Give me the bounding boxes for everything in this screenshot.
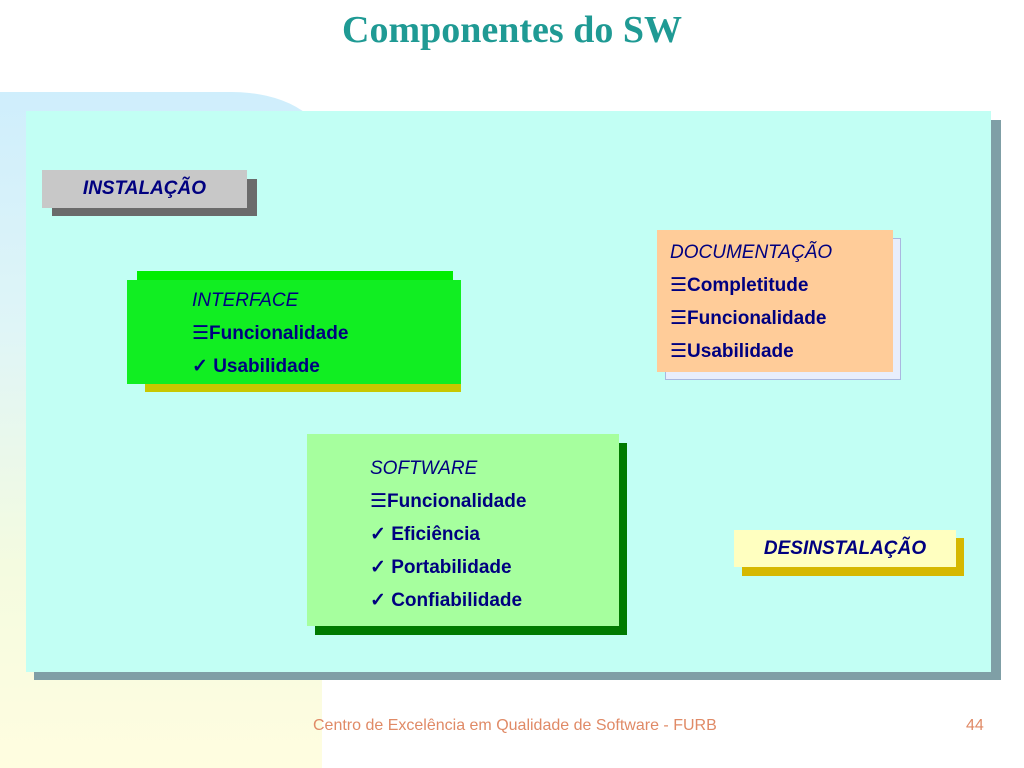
interface-heading: INTERFACE: [192, 290, 299, 311]
documentacao-list: DOCUMENTAÇÃO ☰Completitude ☰Funcionalida…: [670, 236, 832, 368]
checkmark-icon: ✓: [370, 590, 386, 611]
checkmark-icon: ✓: [192, 356, 208, 377]
interface-box: [127, 280, 461, 384]
list-bullet-icon: ☰: [370, 491, 388, 512]
list-item-text: Funcionalidade: [387, 491, 527, 512]
list-item: ✓ Usabilidade: [192, 350, 348, 383]
desinstalacao-label: DESINSTALAÇÃO: [734, 530, 956, 567]
checkmark-icon: ✓: [370, 557, 386, 578]
documentacao-heading: DOCUMENTAÇÃO: [670, 242, 833, 263]
list-item: ✓ Portabilidade: [370, 551, 526, 584]
list-item: ☰Usabilidade: [670, 335, 832, 368]
list-item: ✓ Eficiência: [370, 518, 526, 551]
list-item-text: Eficiência: [385, 524, 480, 545]
list-bullet-icon: ☰: [192, 323, 210, 344]
instalacao-label: INSTALAÇÃO: [42, 170, 247, 208]
documentacao-box: [657, 230, 893, 372]
interface-list: INTERFACE ☰Funcionalidade ✓ Usabilidade: [192, 284, 348, 383]
list-item-text: Funcionalidade: [687, 308, 827, 329]
list-item-text: Confiabilidade: [385, 590, 523, 611]
list-item: ☰Completitude: [670, 269, 832, 302]
footer-text: Centro de Excelência em Qualidade de Sof…: [313, 717, 717, 734]
slide-title: Componentes do SW: [342, 9, 682, 51]
software-heading: SOFTWARE: [370, 458, 478, 479]
list-item-text: Usabilidade: [207, 356, 320, 377]
list-item: ☰Funcionalidade: [670, 302, 832, 335]
list-item: ✓ Confiabilidade: [370, 584, 526, 617]
list-item-text: Usabilidade: [687, 341, 794, 362]
list-item-text: Completitude: [687, 275, 809, 296]
page-number: 44: [966, 717, 984, 734]
list-bullet-icon: ☰: [670, 341, 688, 362]
software-list: SOFTWARE ☰Funcionalidade ✓ Eficiência ✓ …: [370, 452, 526, 617]
software-box: [307, 434, 619, 626]
checkmark-icon: ✓: [370, 524, 386, 545]
list-item: ☰Funcionalidade: [370, 485, 526, 518]
list-item: ☰Funcionalidade: [192, 317, 348, 350]
list-item-text: Portabilidade: [385, 557, 512, 578]
list-item-text: Funcionalidade: [209, 323, 349, 344]
interface-back-layer: [137, 271, 453, 280]
list-bullet-icon: ☰: [670, 275, 688, 296]
list-bullet-icon: ☰: [670, 308, 688, 329]
